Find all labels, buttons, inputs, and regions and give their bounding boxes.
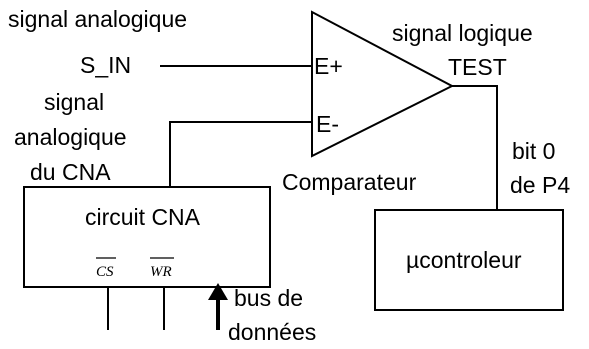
bit-label: bit 0 (512, 138, 555, 164)
dac-signal-label-1: signal (44, 89, 104, 115)
pin-cs-label: CS (96, 264, 114, 280)
comparator-symbol (311, 10, 455, 158)
dac-block (23, 186, 271, 288)
pin-wr-label: WR (150, 264, 172, 280)
microcontroller-label: µcontroleur (406, 247, 522, 273)
bus-label-2: données (228, 319, 316, 345)
dac-output-wire (169, 121, 312, 187)
bus-arrow-icon (208, 283, 228, 330)
bus-label-1: bus de (234, 285, 303, 311)
microcontroller-block (374, 209, 564, 311)
dac-block-label: circuit CNA (85, 204, 201, 230)
comparator-plus-input: E+ (314, 53, 343, 79)
dac-signal-label-2: analogique (14, 124, 127, 150)
output-signal-name: TEST (448, 54, 507, 80)
output-signal-label: signal logique (392, 20, 533, 46)
dac-signal-label-3: du CNA (30, 159, 111, 185)
output-wire (452, 85, 498, 210)
input-signal-label: signal analogique (8, 6, 187, 32)
input-signal-name: S_IN (80, 52, 131, 78)
comparator-label: Comparateur (282, 169, 417, 195)
comparator-minus-input: E- (316, 111, 339, 137)
port-label: de P4 (510, 172, 570, 198)
